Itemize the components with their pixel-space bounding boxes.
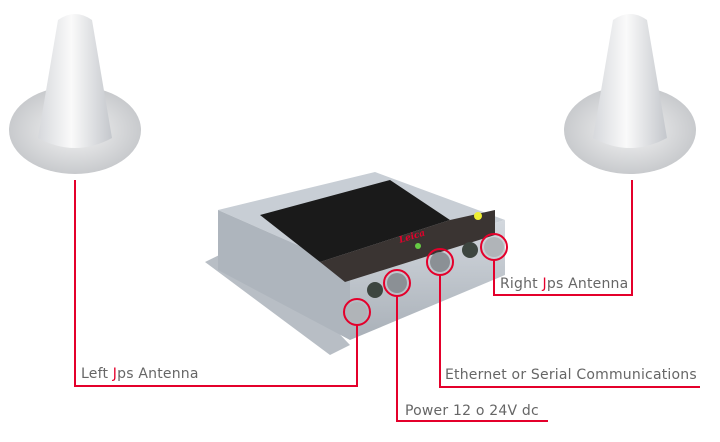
label-text: Right bbox=[500, 276, 543, 292]
brand-letter: J bbox=[542, 276, 547, 292]
brand-letter: J bbox=[112, 366, 118, 382]
left-antenna-label: Left Jps Antenna bbox=[81, 366, 199, 382]
power-label: Power 12 o 24V dc bbox=[405, 403, 539, 419]
right-antenna-label: Right Jps Antenna bbox=[500, 276, 628, 292]
label-text: ps Antenna bbox=[546, 276, 629, 292]
label-text: Left bbox=[81, 366, 113, 382]
right-antenna-icon bbox=[564, 14, 696, 174]
ethernet-label: Ethernet or Serial Communications bbox=[445, 367, 697, 383]
callout-lines bbox=[74, 180, 700, 422]
label-text: ps Antenna bbox=[117, 366, 199, 382]
receiver-device-icon: Leica bbox=[205, 172, 505, 355]
left-antenna-icon bbox=[9, 14, 141, 174]
